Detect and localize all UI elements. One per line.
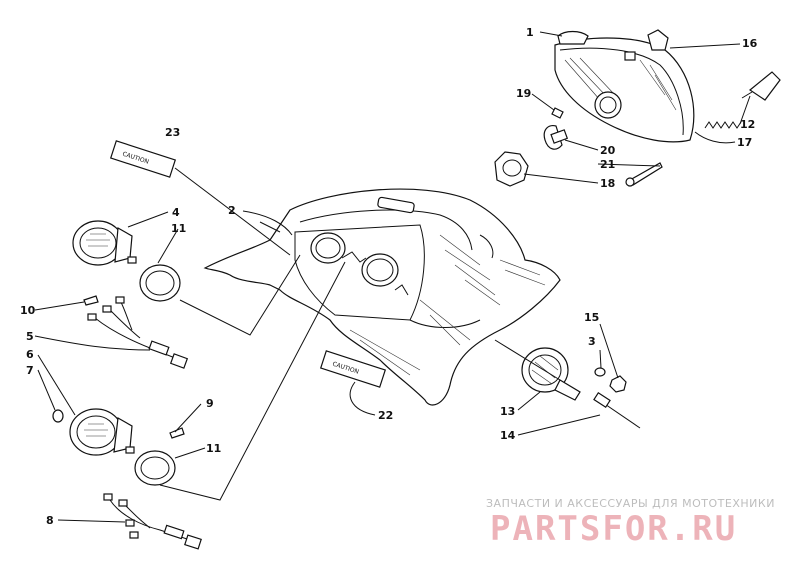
callout-11-lower: 11	[206, 442, 221, 455]
adjuster-clip-12	[741, 71, 781, 101]
callout-8: 8	[46, 514, 54, 527]
washer-3	[594, 367, 606, 377]
speedometer-4	[72, 220, 137, 266]
callout-20: 20	[600, 144, 616, 157]
bulb-7	[52, 409, 64, 423]
callout-5: 5	[26, 330, 34, 343]
cable-14	[593, 392, 641, 429]
decal-22: CAUTION	[319, 350, 387, 388]
callout-9: 9	[206, 397, 214, 410]
callout-7: 7	[26, 364, 34, 377]
headlight-housing	[554, 29, 695, 143]
tachometer-6	[69, 408, 135, 456]
adjuster-screw-21	[625, 162, 663, 187]
hood-housing	[203, 188, 561, 406]
callout-17: 17	[737, 136, 752, 149]
callout-numbers: 1 2 3 4 5 6 7 8 9 10 11 11 12 13 14 15 1…	[20, 26, 758, 527]
headlight-socket	[594, 91, 622, 119]
callout-6: 6	[26, 348, 34, 361]
callout-3: 3	[588, 335, 596, 348]
gauge-13	[521, 347, 581, 401]
callout-23: 23	[165, 126, 180, 139]
callout-4: 4	[172, 206, 180, 219]
watermark-logo: PARTSFOR.RU	[490, 509, 737, 548]
callout-15: 15	[584, 311, 599, 324]
watermark-subtitle: ЗАПЧАСТИ И АКСЕССУАРЫ ДЛЯ МОТОТЕХНИКИ	[486, 497, 775, 510]
small-screw-19	[551, 107, 564, 119]
gauge-ring-11b	[134, 450, 176, 486]
callout-12: 12	[740, 118, 755, 131]
gauge-ring-11a	[139, 264, 181, 302]
headlight-bracket	[557, 30, 589, 45]
callout-14: 14	[500, 429, 516, 442]
bulb-9	[169, 427, 185, 439]
watermark-logo-text: PARTSFOR.RU	[490, 509, 737, 548]
decal-23: CAUTION	[109, 140, 177, 178]
bulb-10	[83, 295, 99, 306]
callout-21: 21	[600, 158, 615, 171]
callout-11-upper: 11	[171, 222, 186, 235]
harness-5	[87, 296, 189, 369]
callout-16: 16	[742, 37, 758, 50]
callout-2: 2	[228, 204, 236, 217]
gauge-openings	[310, 232, 409, 296]
callout-18: 18	[600, 177, 615, 190]
callout-1: 1	[526, 26, 534, 39]
callout-22: 22	[378, 409, 393, 422]
callout-19: 19	[516, 87, 531, 100]
spring-17	[704, 121, 742, 129]
callout-10: 10	[20, 304, 36, 317]
headlight-bulb	[543, 125, 569, 150]
leader-lines	[34, 31, 751, 523]
nut-15	[609, 375, 627, 393]
harness-8	[103, 493, 202, 550]
adjuster-knob	[494, 151, 529, 187]
callout-13: 13	[500, 405, 515, 418]
